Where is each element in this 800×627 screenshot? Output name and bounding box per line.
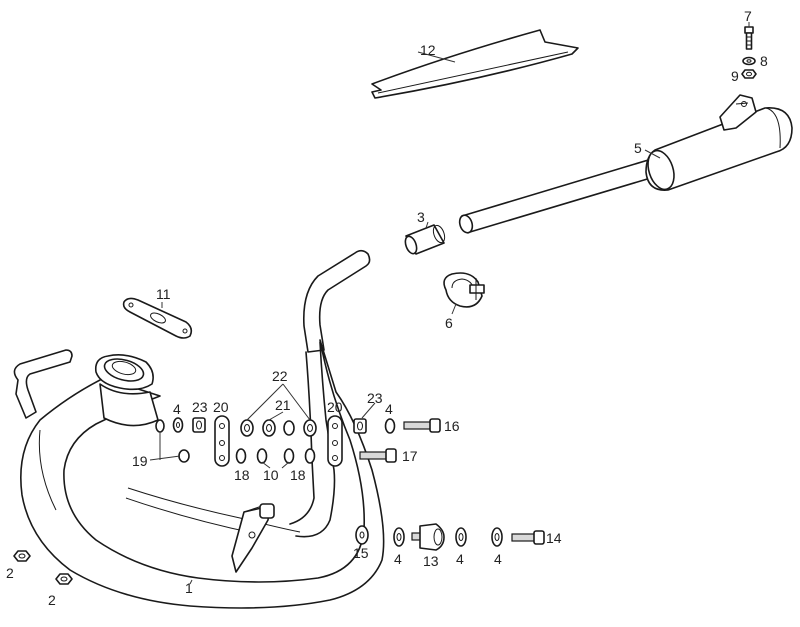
part-3-sleeve	[404, 224, 446, 255]
part-7-bolt	[744, 26, 754, 50]
callout-12: 12	[420, 42, 436, 58]
callout-18a: 18	[234, 467, 250, 483]
callout-18b: 18	[290, 467, 306, 483]
callout-20a: 20	[213, 399, 229, 415]
callout-16: 16	[444, 418, 460, 434]
hardware-rubber-stack	[155, 415, 396, 467]
callout-23b: 23	[367, 390, 383, 406]
part-9-nut	[741, 69, 757, 79]
callout-4a: 4	[173, 401, 181, 417]
part-5-silencer	[458, 94, 793, 234]
part-2-nut-b	[55, 573, 73, 585]
callout-13: 13	[423, 553, 439, 569]
callout-19: 19	[132, 453, 148, 469]
callout-1: 1	[185, 580, 193, 596]
callout-5: 5	[634, 140, 642, 156]
callout-23a: 23	[192, 399, 208, 415]
callout-11: 11	[156, 286, 171, 302]
part-8-washer	[742, 56, 756, 66]
callout-2a: 2	[6, 565, 14, 581]
leader-lines	[149, 22, 750, 585]
callout-14: 14	[546, 530, 562, 546]
part-16-bolt	[403, 418, 441, 433]
callout-4c: 4	[394, 551, 402, 567]
part-17-bolt	[359, 448, 397, 463]
callout-9: 9	[731, 68, 739, 84]
callout-labels: 1 2 2 3 4 4 4 4 4 5 6 7 8 9 10 11 12 13 …	[6, 8, 768, 608]
callout-20b: 20	[327, 399, 343, 415]
callout-8: 8	[760, 53, 768, 69]
callout-21: 21	[275, 397, 291, 413]
callout-4d: 4	[456, 551, 464, 567]
callout-22: 22	[272, 368, 288, 384]
callout-3: 3	[417, 209, 425, 225]
callout-15: 15	[353, 545, 369, 561]
part-11-gasket	[122, 297, 193, 339]
callout-4b: 4	[385, 401, 393, 417]
part-12-heat-shield	[371, 29, 579, 99]
part-2-nut-a	[13, 550, 31, 562]
part-1-exhaust-pipe	[13, 249, 385, 609]
callout-7: 7	[744, 8, 752, 24]
callout-6: 6	[445, 315, 453, 331]
callout-2b: 2	[48, 592, 56, 608]
part-6-clamp	[443, 272, 485, 308]
callout-4e: 4	[494, 551, 502, 567]
callout-10: 10	[263, 467, 279, 483]
lower-mount-hardware	[355, 523, 545, 551]
callout-17: 17	[402, 448, 418, 464]
